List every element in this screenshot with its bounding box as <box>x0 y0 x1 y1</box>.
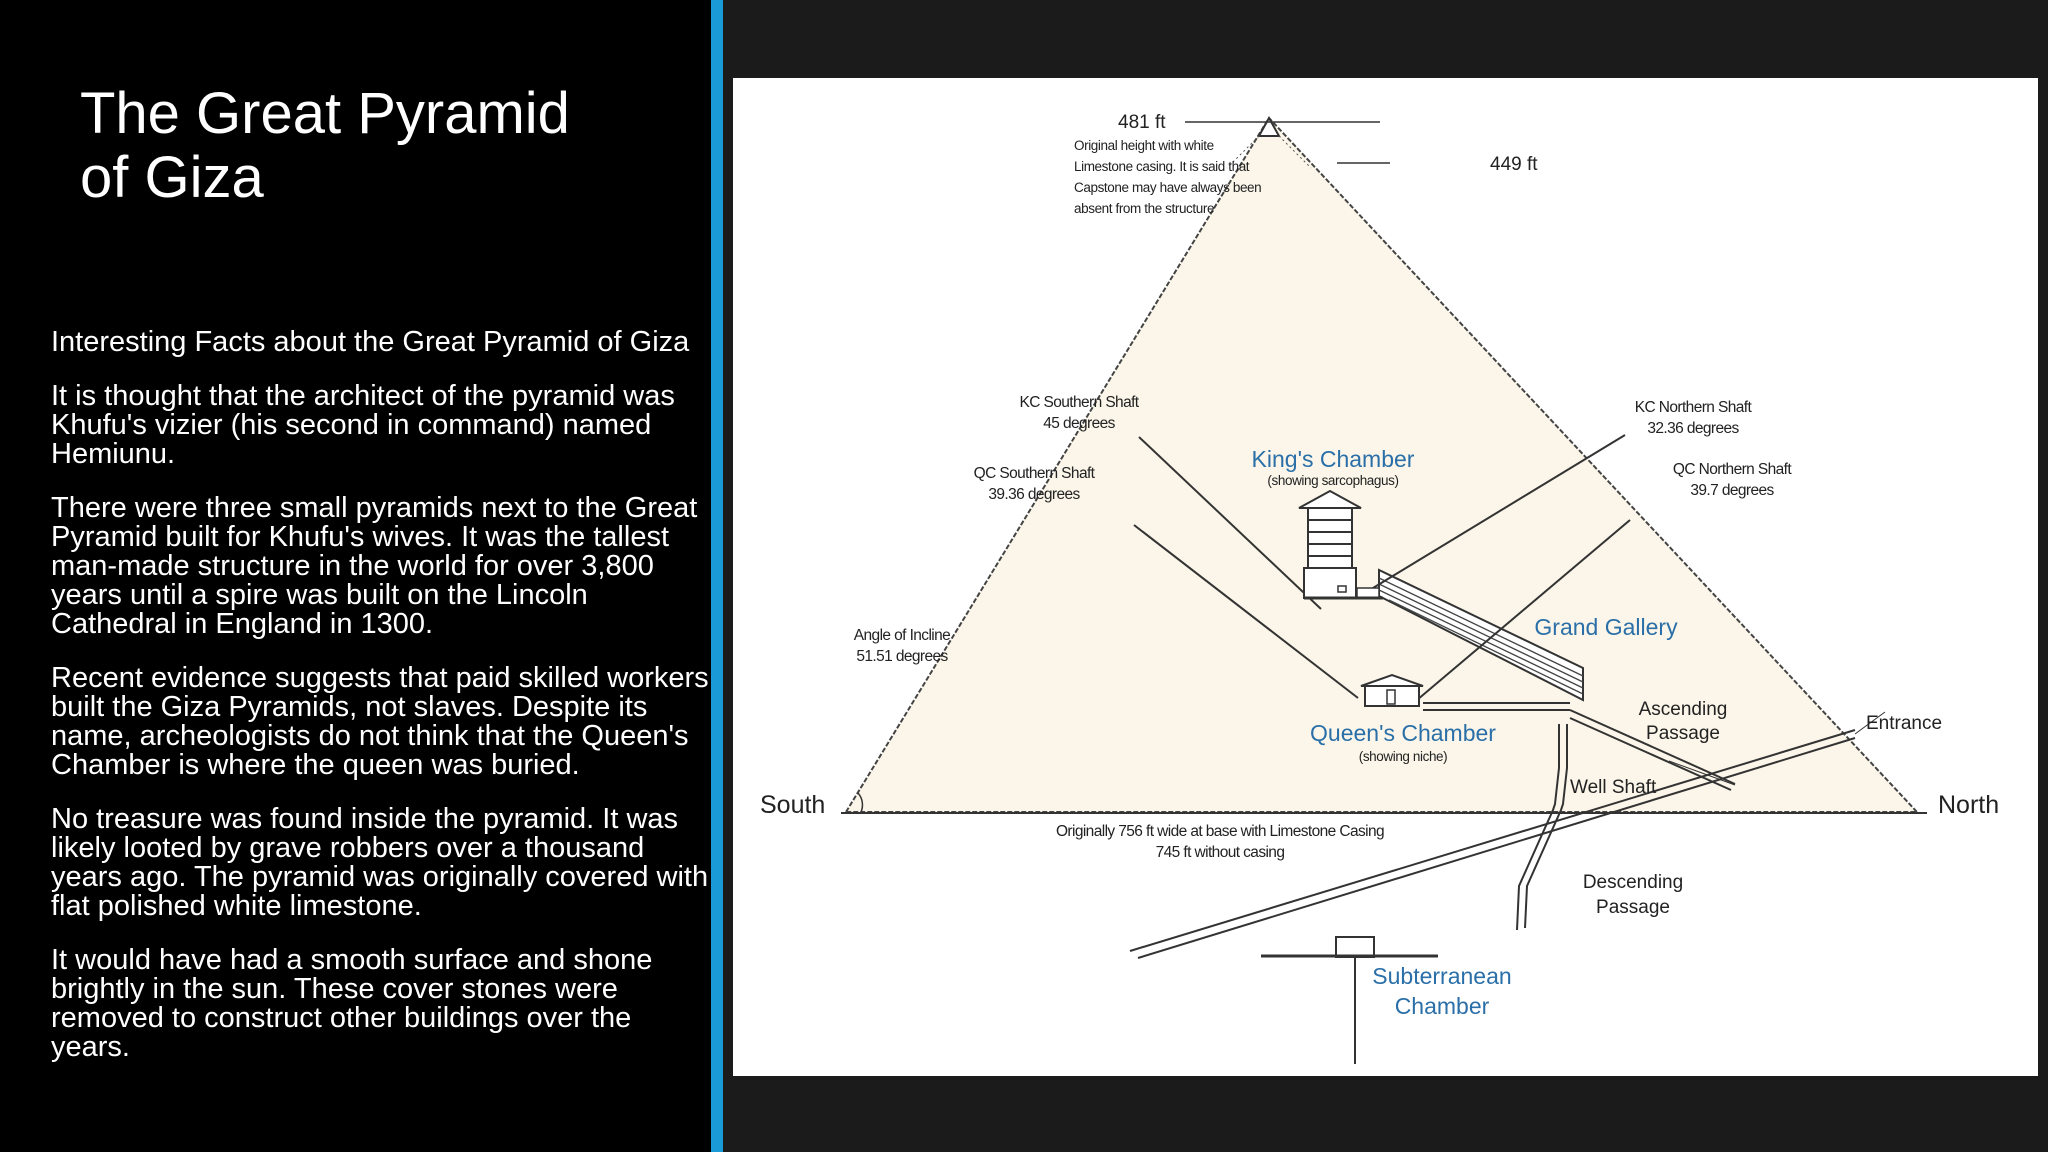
kc-northern-shaft-label: KC Northern Shaft <box>1635 399 1753 416</box>
ascending-passage-label-2: Passage <box>1646 723 1720 744</box>
subterranean-chamber-label-2: Chamber <box>1395 993 1490 1019</box>
title-line-2: of Giza <box>80 145 264 210</box>
well-shaft-label: Well Shaft <box>1570 777 1657 798</box>
gallery-step-2 <box>1378 583 1584 683</box>
height-note-line-4: absent from the structure <box>1074 201 1214 216</box>
subterranean-chamber-block <box>1335 936 1375 958</box>
height-note-line-3: Capstone may have always been <box>1074 180 1261 195</box>
height-original-label: 481 ft <box>1118 112 1166 133</box>
kc-southern-shaft-line <box>1138 436 1322 610</box>
pyramid-diagram-svg: 481 ft Original height with white Limest… <box>760 112 1999 1064</box>
angle-marker <box>857 792 864 813</box>
kc-southern-shaft-label: KC Southern Shaft <box>1019 394 1139 411</box>
ascending-passage-label-1: Ascending <box>1639 699 1728 720</box>
fact-paragraph-surface: It would have had a smooth surface and s… <box>51 944 653 1063</box>
facts-body: Interesting Facts about the Great Pyrami… <box>51 328 716 1087</box>
entrance-label: Entrance <box>1866 713 1942 734</box>
qc-southern-shaft-line <box>1133 524 1359 699</box>
queens-chamber-note: (showing niche) <box>1359 749 1448 764</box>
base-note-line-1: Originally 756 ft wide at base with Lime… <box>1056 823 1384 840</box>
queens-chamber-label: Queen's Chamber <box>1310 720 1496 746</box>
fact-paragraph-small-pyramids: There were three small pyramids next to … <box>51 492 698 640</box>
north-label: North <box>1938 791 1999 819</box>
entrance-leader <box>1854 711 1886 735</box>
qc-northern-shaft-degrees: 39.7 degrees <box>1690 482 1774 499</box>
fact-paragraph-treasure: No treasure was found inside the pyramid… <box>51 803 709 922</box>
grand-gallery-label: Grand Gallery <box>1534 614 1678 640</box>
gallery-step-4 <box>1388 599 1584 695</box>
kc-northern-shaft-degrees: 32.36 degrees <box>1647 420 1739 437</box>
angle-of-incline-degrees: 51.51 degrees <box>856 648 948 665</box>
height-note-line-1: Original height with white <box>1074 138 1214 153</box>
base-note-line-2: 745 ft without casing <box>1156 844 1285 861</box>
well-shaft-line <box>1516 724 1560 931</box>
descending-passage-label-2: Passage <box>1596 897 1670 918</box>
descending-passage-line-1 <box>1129 729 1856 952</box>
gallery-step-1 <box>1378 577 1584 677</box>
south-label: South <box>760 791 825 819</box>
gallery-step-3 <box>1378 589 1584 689</box>
kc-southern-shaft-degrees: 45 degrees <box>1043 415 1115 432</box>
qc-northern-shaft-line <box>1416 519 1631 701</box>
capstone-icon <box>1257 115 1281 137</box>
kings-chamber-note: (showing sarcophagus) <box>1267 473 1398 488</box>
kc-northern-shaft-line <box>1372 434 1626 589</box>
kings-chamber-label: King's Chamber <box>1252 446 1415 472</box>
queens-chamber-structure <box>1360 673 1424 707</box>
pyramid-cross-section-diagram: 481 ft Original height with white Limest… <box>733 78 2038 1076</box>
height-note-line-2: Limestone casing. It is said that <box>1074 159 1250 174</box>
height-current-label: 449 ft <box>1490 154 1538 175</box>
qc-northern-shaft-label: QC Northern Shaft <box>1673 461 1792 478</box>
descending-passage-line-2 <box>1137 737 1856 959</box>
text-panel: The Great Pyramid of Giza Interesting Fa… <box>0 0 711 1152</box>
descending-passage-label-1: Descending <box>1583 872 1683 893</box>
fact-paragraph-architect: It is thought that the architect of the … <box>51 380 675 470</box>
accent-divider <box>711 0 723 1152</box>
facts-heading: Interesting Facts about the Great Pyrami… <box>51 326 690 358</box>
kings-chamber-structure <box>1298 489 1383 600</box>
ascending-passage-line-2 <box>1569 717 1732 791</box>
well-shaft-line-2 <box>1524 724 1568 929</box>
angle-of-incline-label: Angle of Incline <box>854 627 950 644</box>
slide-title: The Great Pyramid of Giza <box>80 82 680 210</box>
ascending-leader <box>1668 760 1736 786</box>
fact-paragraph-workers: Recent evidence suggests that paid skill… <box>51 662 709 781</box>
qc-southern-shaft-label: QC Southern Shaft <box>974 465 1096 482</box>
subterranean-chamber-label-1: Subterranean <box>1372 963 1511 989</box>
qc-southern-shaft-degrees: 39.36 degrees <box>988 486 1080 503</box>
title-line-1: The Great Pyramid <box>80 81 570 146</box>
ascending-passage-line-1 <box>1569 709 1736 785</box>
